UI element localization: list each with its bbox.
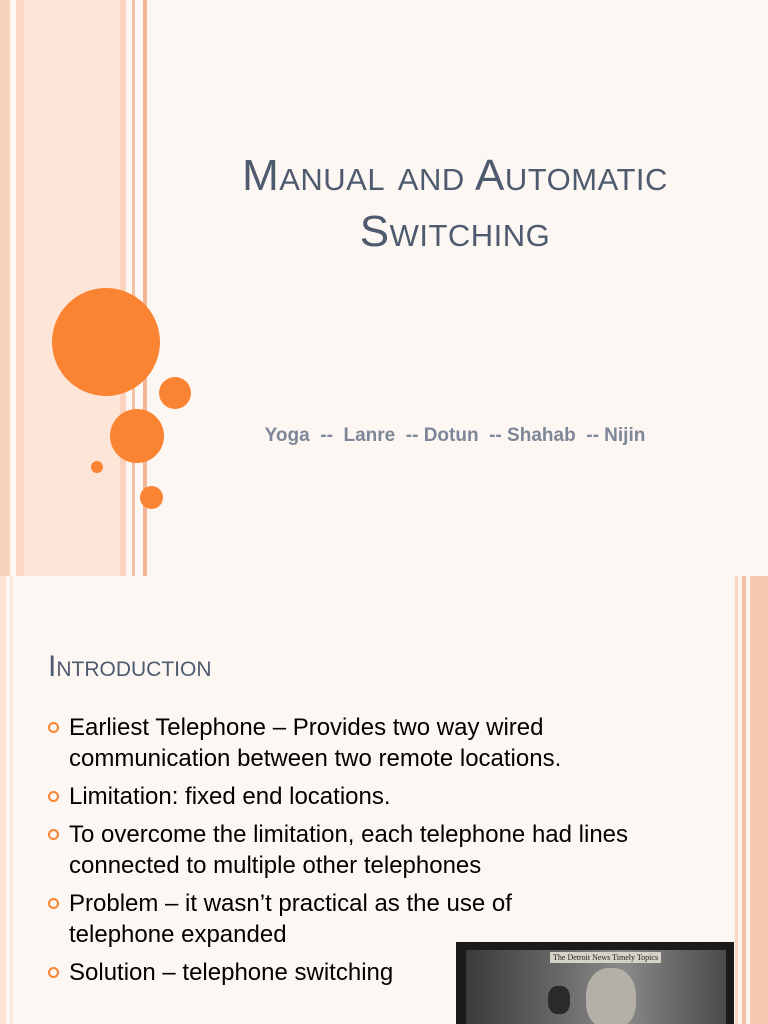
bullet-item: Earliest Telephone – Provides two way wi… bbox=[46, 712, 646, 774]
bullet-text: Limitation: fixed end locations. bbox=[69, 783, 391, 810]
bullet-text: To overcome the limitation, each telepho… bbox=[69, 821, 629, 879]
bullet-text: Earliest Telephone – Provides two way wi… bbox=[69, 714, 562, 772]
bullet-item: Problem – it wasn’t practical as the use… bbox=[46, 888, 569, 950]
decorative-stripe bbox=[742, 576, 746, 1024]
decorative-circle-large bbox=[52, 288, 160, 396]
photo-content: The Detroit News Timely Topics bbox=[466, 950, 726, 1024]
decorative-stripe bbox=[120, 0, 126, 576]
telephone-receiver-icon bbox=[548, 986, 570, 1014]
decorative-circle bbox=[159, 377, 191, 409]
bullet-text: Problem – it wasn’t practical as the use… bbox=[69, 890, 512, 948]
decorative-stripe bbox=[735, 576, 738, 1024]
decorative-stripe bbox=[750, 576, 768, 1024]
decorative-stripe bbox=[132, 0, 135, 576]
slide-title-line1: Manual and Automatic bbox=[242, 151, 668, 200]
man-portrait-icon bbox=[586, 968, 636, 1024]
historical-photo: The Detroit News Timely Topics bbox=[456, 942, 734, 1024]
authors-line: Yoga -- Lanre -- Dotun -- Shahab -- Niji… bbox=[264, 425, 646, 446]
bullet-ring-icon bbox=[48, 967, 59, 978]
decorative-circle bbox=[140, 486, 163, 509]
bullet-ring-icon bbox=[48, 829, 59, 840]
bullet-ring-icon bbox=[48, 722, 59, 733]
decorative-stripe bbox=[0, 0, 10, 576]
bullet-item: Limitation: fixed end locations. bbox=[46, 781, 646, 812]
slide-title-line2: Switching bbox=[359, 207, 551, 256]
bullet-text: Solution – telephone switching bbox=[69, 959, 394, 986]
decorative-circle bbox=[110, 409, 164, 463]
section-heading: Introduction bbox=[48, 650, 212, 683]
bullet-ring-icon bbox=[48, 898, 59, 909]
decorative-stripe bbox=[143, 0, 147, 576]
bullet-item: Solution – telephone switching bbox=[46, 957, 646, 988]
decorative-stripe bbox=[0, 576, 6, 1024]
slide-title: Manual and Automatic Switching bbox=[160, 148, 750, 260]
bullet-ring-icon bbox=[48, 791, 59, 802]
bullet-item: To overcome the limitation, each telepho… bbox=[46, 819, 646, 881]
title-slide: Manual and Automatic Switching Yoga -- L… bbox=[0, 0, 768, 576]
photo-caption: The Detroit News Timely Topics bbox=[550, 952, 662, 963]
bullet-list: Earliest Telephone – Provides two way wi… bbox=[46, 712, 646, 995]
decorative-circle-small bbox=[91, 461, 103, 473]
decorative-stripe bbox=[16, 0, 24, 576]
decorative-stripe bbox=[10, 576, 13, 1024]
